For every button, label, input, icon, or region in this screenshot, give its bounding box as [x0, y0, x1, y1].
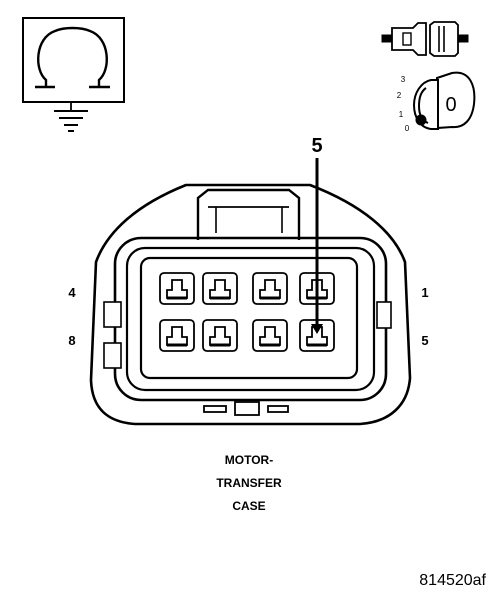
cavity-pin-4 — [159, 272, 195, 305]
connector-body — [89, 183, 412, 426]
connector-name-line-1: MOTOR- — [225, 453, 273, 467]
key-slot-left — [203, 405, 227, 413]
figure-id: 814520af — [419, 572, 486, 589]
pin-number-top-right: 1 — [421, 285, 428, 300]
connector-cavity-frame-outer — [113, 236, 388, 402]
key-slot-right — [267, 405, 289, 413]
ignition-key-off-icon — [412, 71, 476, 130]
key-position-0: 0 — [405, 124, 410, 133]
pin-number-bottom-right: 5 — [421, 333, 428, 348]
cavity-pin-3 — [202, 272, 238, 305]
pin-number-top-left: 4 — [68, 285, 76, 300]
side-tab-top-right — [376, 301, 392, 329]
callout-arrow — [311, 158, 323, 334]
connector-cavity-frame-inner — [125, 246, 376, 392]
ohmmeter-ground-icon — [22, 17, 125, 132]
key-slot-center — [234, 401, 260, 416]
key-label: 0 — [445, 94, 456, 116]
key-position-2: 2 — [397, 91, 402, 100]
cavity-pin-8 — [159, 319, 195, 352]
connector-unplug-icon — [381, 21, 469, 57]
connector-outer-shell — [89, 183, 412, 426]
connector-name-line-3: CASE — [232, 499, 265, 513]
cavity-pin-2 — [252, 272, 288, 305]
connector-latch — [196, 188, 301, 240]
cavity-pin-6 — [252, 319, 288, 352]
side-tab-bottom-left — [103, 342, 122, 369]
connector-name-line-2: TRANSFER — [216, 476, 282, 490]
cavity-pin-7 — [202, 319, 238, 352]
side-tab-top-left — [103, 301, 122, 328]
cavity-grid — [159, 272, 335, 352]
key-position-3: 3 — [401, 75, 406, 84]
pin-number-bottom-left: 8 — [68, 333, 75, 348]
callout-label: 5 — [311, 135, 322, 157]
key-position-1: 1 — [399, 110, 404, 119]
